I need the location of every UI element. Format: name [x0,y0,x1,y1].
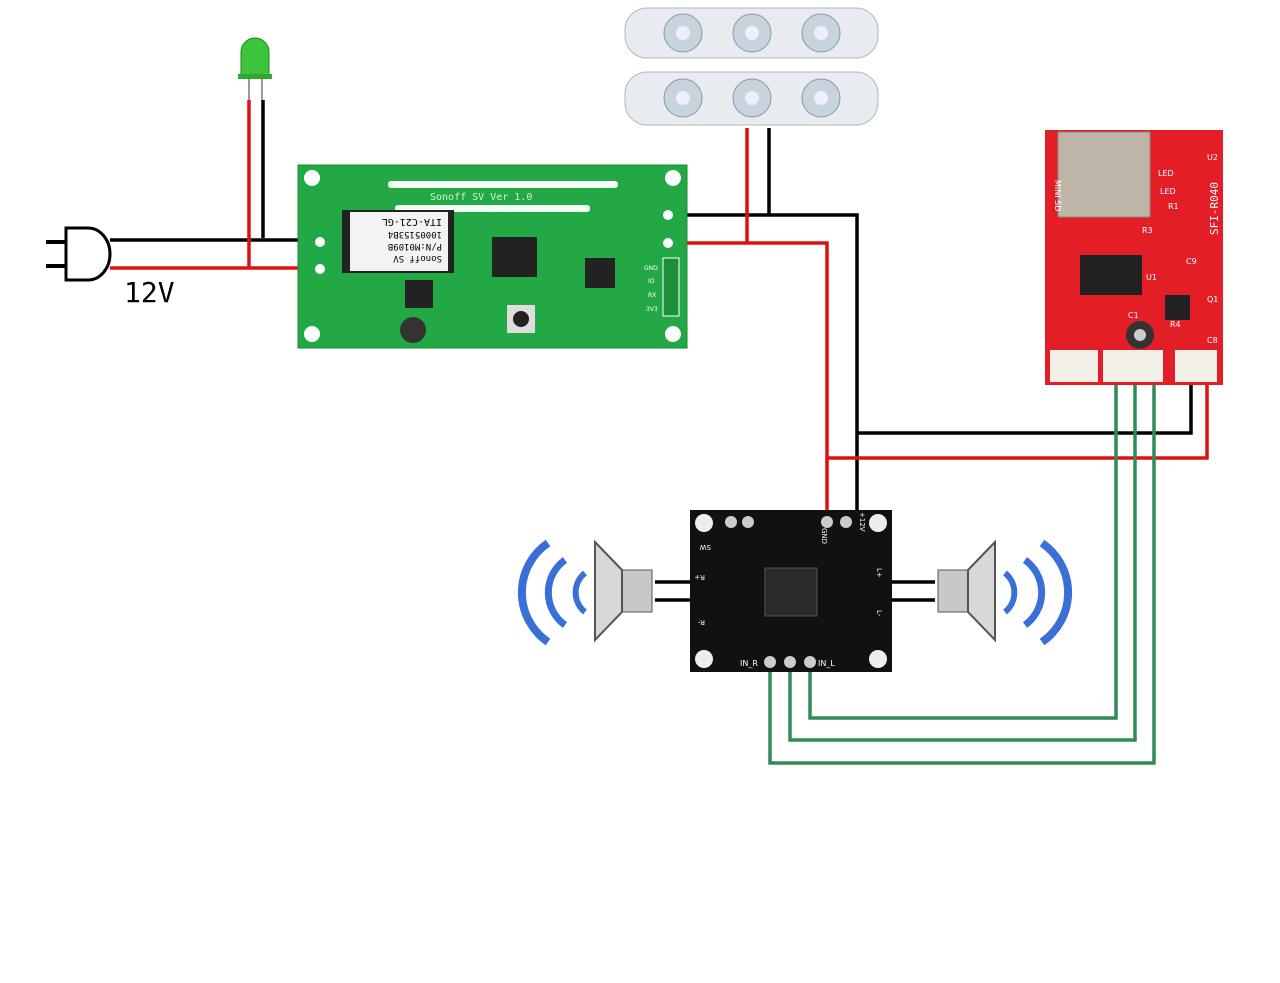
module-label-line: Sonoff SV [393,253,442,263]
mp3-board-name: SFI-R040 [1208,182,1221,235]
board-silkscreen: LED [1158,169,1174,178]
green-led [238,37,272,100]
led-light-bar-top [624,7,879,59]
wire-mp3-power [827,375,1209,460]
sonoff-title: Sonoff SV Ver 1.0 [430,192,532,203]
mp3-player-board: SFI-R040 MINI SD LED LED R1 R3 U1 U2 C9 … [1045,130,1223,385]
wire-output-ground [668,213,859,510]
board-silkscreen: IN_L [818,659,835,668]
board-silkscreen: L+ [875,568,883,578]
board-silkscreen: SW [700,543,711,551]
wires [110,100,1209,765]
pin-label: RX [648,292,656,299]
speaker-right-icon [937,539,1073,646]
board-silkscreen: R+ [694,573,705,581]
wire-audio-right [768,375,1156,765]
board-silkscreen: R4 [1170,320,1181,329]
board-silkscreen: C1 [1128,311,1139,320]
pin-label: 3V3 [646,306,658,313]
board-silkscreen: L- [875,610,883,617]
amplifier-board: SW GND +12V R+ R- L+ L- IN_R IN_L [690,510,892,672]
module-label-line: 10005153B4 [388,229,442,239]
board-silkscreen: R- [697,618,705,626]
board-silkscreen: R3 [1142,226,1153,235]
wire-output-power [668,241,829,510]
board-silkscreen: GND [820,528,828,544]
speaker-left-icon [517,539,653,646]
board-silkscreen: IN_R [740,659,758,668]
module-label-line: ITA-C21-GL [382,216,442,227]
board-silkscreen: C9 [1186,257,1197,266]
voltage-label: 12V [124,276,175,309]
power-plug-icon [46,226,112,282]
pin-label: IO [648,278,655,285]
board-silkscreen: U1 [1146,273,1157,282]
board-silkscreen: LED [1160,187,1176,196]
wire-mp3-ground [857,375,1193,435]
board-silkscreen: +12V [858,512,866,532]
board-silkscreen: C8 [1207,336,1218,345]
module-label-line: P/N:M0109B [388,241,442,251]
board-silkscreen: MINI SD [1053,180,1062,211]
board-silkscreen: R1 [1168,202,1179,211]
wire-audio-gnd [788,375,1137,742]
sonoff-sv-board: Sonoff SV Ver 1.0 Sonoff SV P/N:M0109B 1… [297,164,688,349]
board-silkscreen: U2 [1207,153,1218,162]
wire-audio-left [808,375,1118,720]
led-light-bar-bottom [624,71,879,126]
board-silkscreen: Q1 [1207,295,1218,304]
pin-label: GND [644,265,658,272]
